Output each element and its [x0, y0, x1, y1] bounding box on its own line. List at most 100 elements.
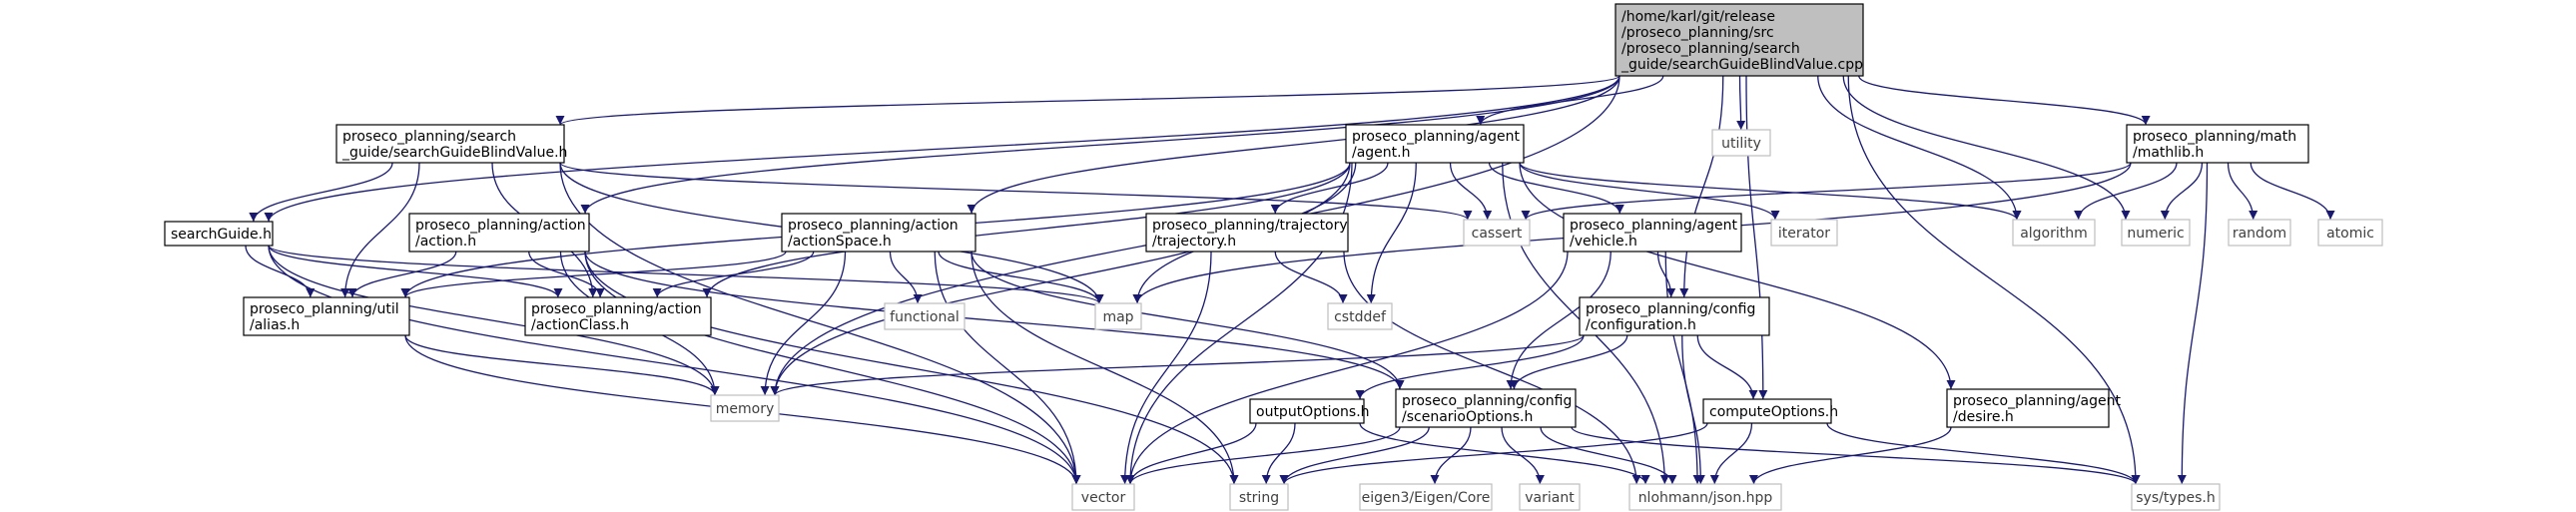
node-configuration-h[interactable]: proseco_planning/config/configuration.h: [1579, 296, 1770, 336]
node-outputOptions-h[interactable]: outputOptions.h: [1249, 398, 1370, 424]
node-action-h[interactable]: proseco_planning/action/action.h: [408, 213, 590, 253]
edge-agent-h-to-cassert: [1449, 162, 1493, 221]
node-sgbv-h[interactable]: proseco_planning/search_guide/searchGuid…: [335, 124, 567, 164]
node-label-line: /action.h: [415, 234, 476, 250]
node-box: [408, 213, 590, 253]
node-box: [1327, 302, 1393, 330]
edge-trajectory-h-to-json-hpp: [1343, 251, 1641, 485]
node-iterator: iterator: [1770, 219, 1838, 247]
node-box: [1463, 219, 1531, 247]
node-box: [1519, 483, 1581, 511]
node-label-line: cassert: [1472, 226, 1523, 242]
node-agent-h[interactable]: proseco_planning/agent/agent.h: [1345, 124, 1525, 164]
edge-agent-h-to-desire-h: [1519, 162, 1956, 390]
edge-vehicle-h-to-scenarioOptions-h: [1506, 251, 1611, 390]
node-label-line: /trajectory.h: [1152, 234, 1236, 250]
node-actionSpace-h[interactable]: proseco_planning/action/actionSpace.h: [781, 213, 976, 253]
node-label-line: /proseco_planning/src: [1621, 25, 1774, 41]
node-scenarioOptions-h[interactable]: proseco_planning/config/scenarioOptions.…: [1395, 388, 1577, 428]
node-box: [2131, 483, 2221, 511]
node-random: random: [2228, 219, 2291, 247]
node-cstddef: cstddef: [1327, 302, 1393, 330]
node-vehicle-h[interactable]: proseco_planning/agent/vehicle.h: [1563, 213, 1742, 253]
edge-searchGuide-h-to-map: [268, 245, 1104, 304]
node-label-line: /agent.h: [1352, 145, 1410, 161]
node-label-line: searchGuide.h: [171, 227, 272, 243]
node-label-line: /home/karl/git/release: [1621, 9, 1775, 25]
node-label-line: /proseco_planning/search: [1621, 41, 1800, 57]
node-box: [2121, 219, 2191, 247]
edge-action-h-to-actionClass-h: [528, 251, 605, 298]
node-label-line: algorithm: [2020, 226, 2088, 242]
node-cassert: cassert: [1463, 219, 1531, 247]
node-vector: vector: [1071, 483, 1135, 511]
node-eigen-core: eigen3/Eigen/Core: [1359, 483, 1493, 511]
node-trajectory-h[interactable]: proseco_planning/trajectory/trajectory.h: [1145, 213, 1349, 253]
node-box: [1229, 483, 1289, 511]
node-box: [164, 221, 274, 247]
edge-agent-h-to-trajectory-h: [1270, 162, 1389, 215]
node-box: [1711, 129, 1771, 157]
edge-root-to-algorithm: [1817, 75, 2022, 221]
node-numeric: numeric: [2121, 219, 2191, 247]
node-label-line: sys/types.h: [2136, 490, 2215, 506]
node-mathlib-h[interactable]: proseco_planning/math/mathlib.h: [2126, 124, 2309, 164]
node-box: [1094, 302, 1142, 330]
node-label-line: atomic: [2326, 226, 2374, 242]
edge-agent-h-to-iterator: [1519, 162, 1780, 221]
node-label-line: memory: [716, 401, 775, 417]
node-box: [884, 302, 966, 330]
node-functional: functional: [884, 302, 966, 330]
edge-root-to-sys-types-h: [1847, 75, 2141, 485]
node-box: [1770, 219, 1838, 247]
node-label-line: _guide/searchGuideBlindValue.h: [341, 145, 567, 161]
node-label-line: iterator: [1778, 226, 1830, 242]
node-box: [1702, 398, 1832, 424]
node-box: [781, 213, 976, 253]
node-map: map: [1094, 302, 1142, 330]
edge-trajectory-h-to-vector: [1120, 251, 1212, 485]
node-computeOptions-h[interactable]: computeOptions.h: [1702, 398, 1838, 424]
node-json-hpp: nlohmann/json.hpp: [1628, 483, 1782, 511]
dependency-nodes: /home/karl/git/release/proseco_planning/…: [164, 3, 2383, 511]
node-alias-h[interactable]: proseco_planning/util/alias.h: [243, 296, 410, 336]
edge-configuration-h-to-json-hpp: [1681, 334, 1705, 485]
edge-action-h-to-string: [584, 251, 1239, 485]
node-box: [1345, 124, 1525, 164]
edge-actionSpace-h-to-memory: [760, 251, 847, 396]
edge-vehicle-h-to-json-hpp: [1664, 251, 1702, 485]
node-desire-h[interactable]: proseco_planning/agent/desire.h: [1946, 388, 2121, 428]
edge-actionSpace-h-to-map: [938, 251, 1104, 304]
node-label-line: proseco_planning/math: [2133, 129, 2296, 145]
node-label-line: /alias.h: [250, 317, 300, 333]
edge-computeOptions-h-to-json-hpp: [1709, 422, 1753, 485]
edge-root-to-searchGuide-h: [264, 75, 1620, 223]
edge-action-h-to-alias-h: [347, 251, 457, 298]
edge-actionSpace-h-to-scenarioOptions-h: [970, 251, 1405, 390]
node-box: [1395, 388, 1577, 428]
edge-root-to-computeOptions-h: [1745, 75, 1768, 400]
edge-actionSpace-h-to-functional: [889, 251, 923, 304]
node-box: [1359, 483, 1493, 511]
edge-vehicle-h-to-vector: [1125, 251, 1569, 485]
node-box: [1145, 213, 1349, 253]
node-root[interactable]: /home/karl/git/release/proseco_planning/…: [1614, 3, 1864, 77]
edge-agent-h-to-cstddef: [1366, 162, 1417, 304]
node-label-line: map: [1102, 309, 1133, 325]
edge-root-to-actionSpace-h: [966, 75, 1620, 215]
edge-root-to-utility: [1736, 75, 1746, 131]
edge-agent-h-to-actionClass-h: [702, 162, 1351, 298]
node-label-line: /mathlib.h: [2133, 145, 2204, 161]
edge-root-to-agent-h: [1476, 75, 1664, 126]
edge-trajectory-h-to-cstddef: [1274, 251, 1348, 304]
node-label-line: /vehicle.h: [1570, 234, 1637, 250]
node-label-line: proseco_planning/action: [788, 218, 959, 234]
edge-searchGuide-h-to-alias-h: [245, 245, 316, 298]
edge-configuration-h-to-computeOptions-h: [1696, 334, 1758, 400]
edge-sgbv-h-to-searchGuide-h: [249, 162, 393, 223]
edge-actionSpace-h-to-vector: [934, 251, 1081, 485]
node-label-line: vector: [1081, 490, 1126, 506]
node-actionClass-h[interactable]: proseco_planning/action/actionClass.h: [524, 296, 712, 336]
node-label-line: /actionClass.h: [531, 317, 629, 333]
node-searchGuide-h[interactable]: searchGuide.h: [164, 221, 274, 247]
